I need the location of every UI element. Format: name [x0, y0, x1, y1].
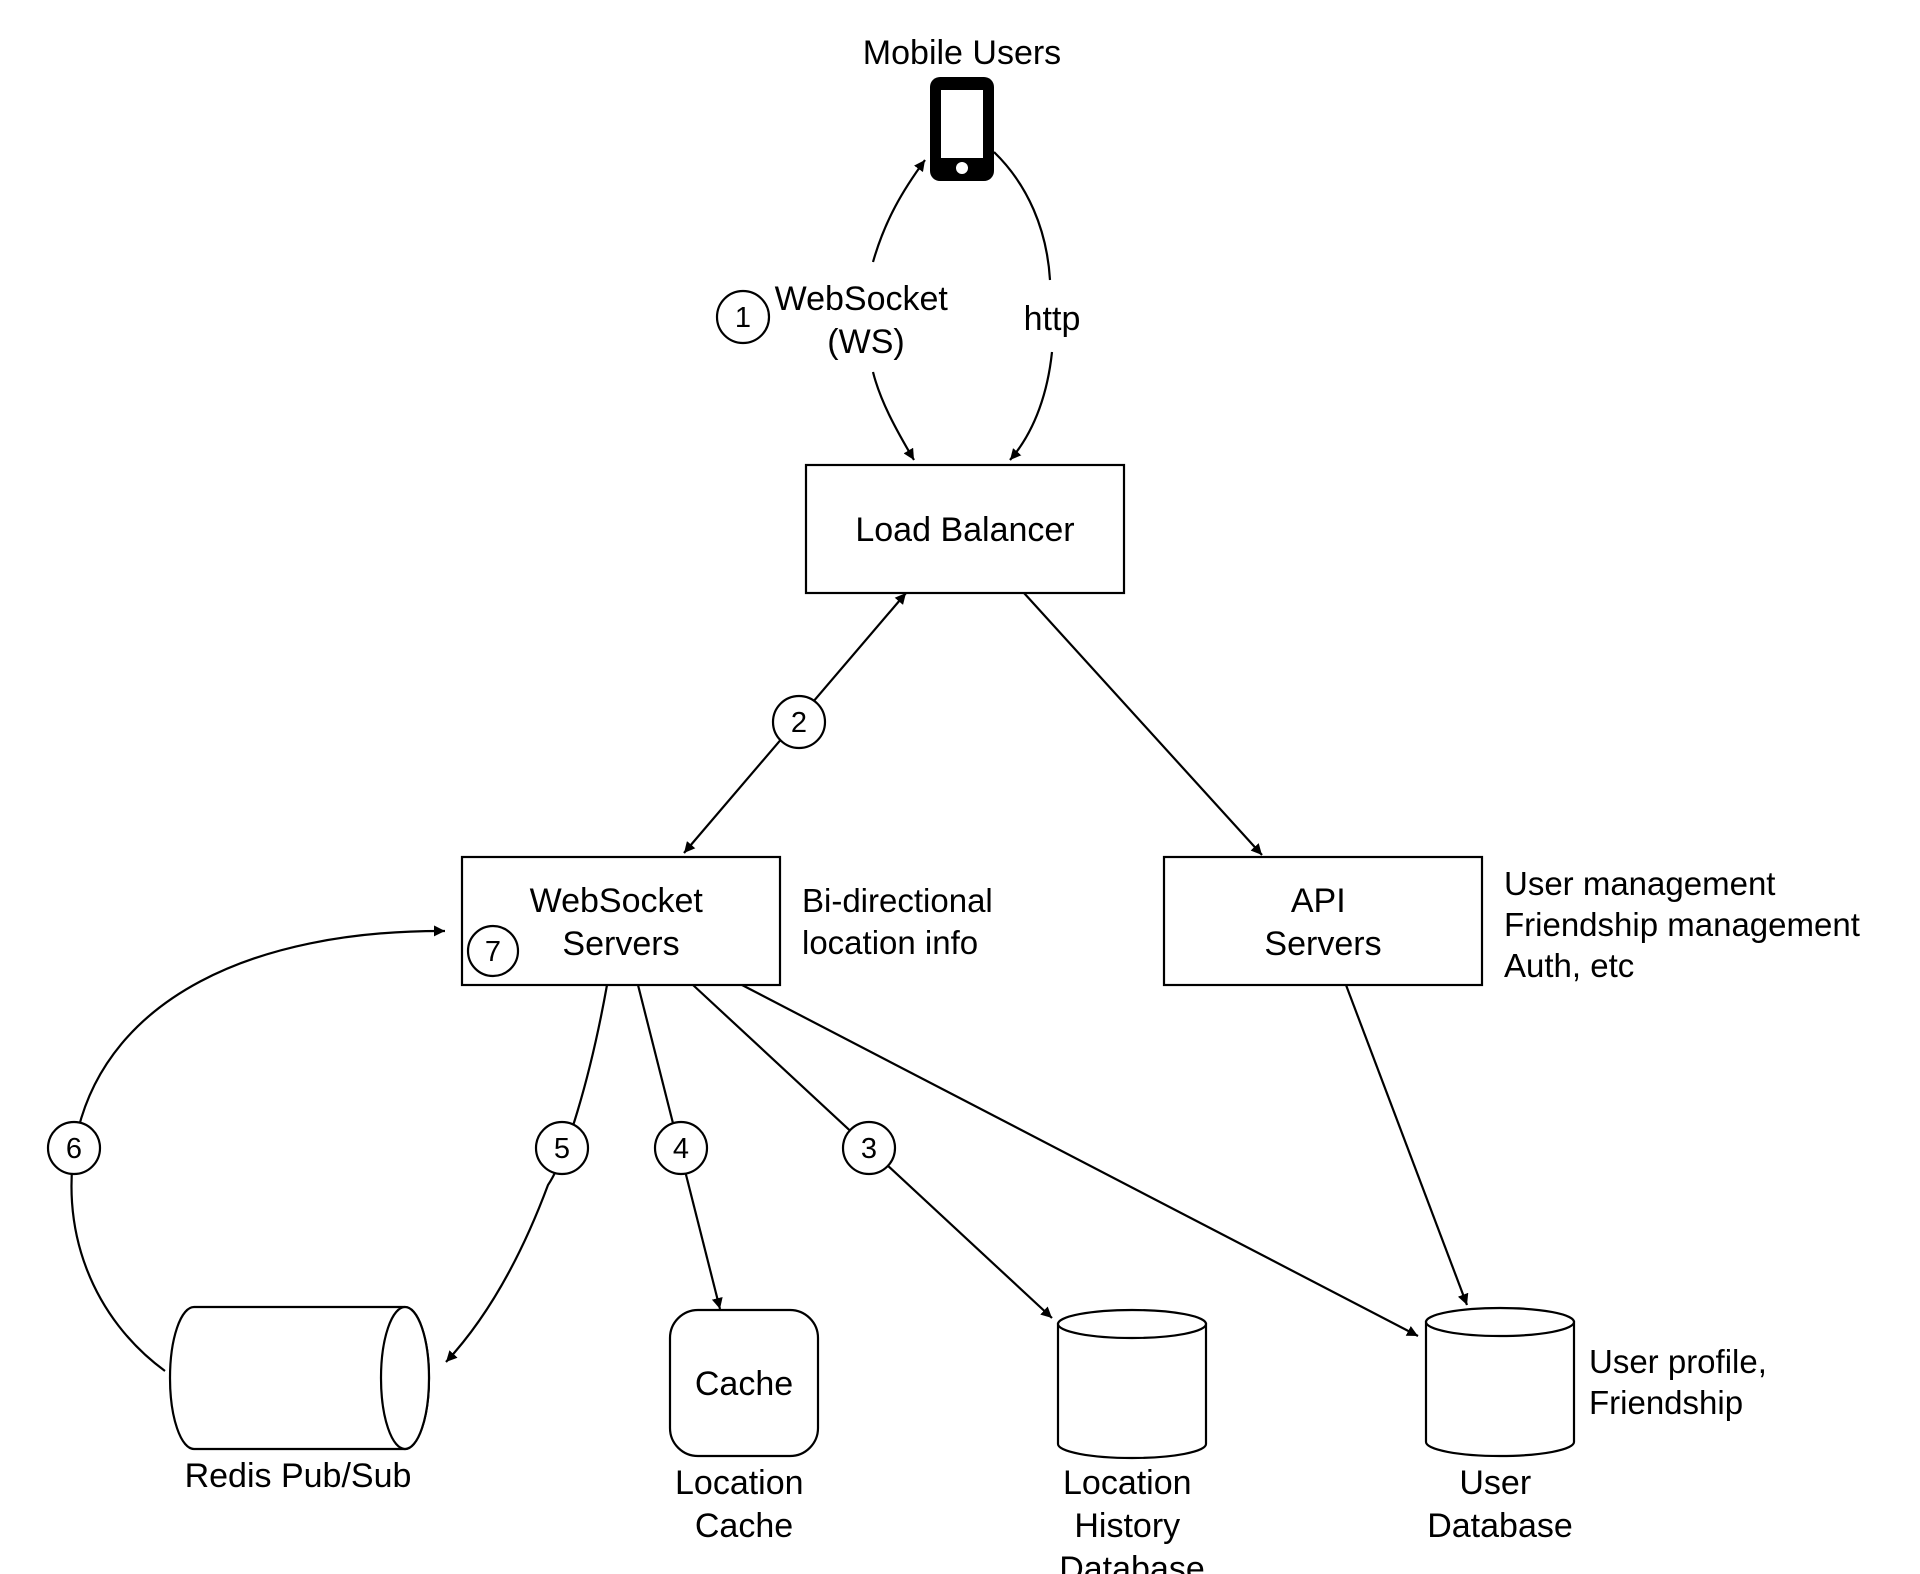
load-balancer-label: Load Balancer [855, 511, 1074, 549]
cache-box[interactable] [668, 1308, 820, 1458]
edge-ws-to-user-db [741, 984, 1419, 1337]
location-cache-label: Location Cache [675, 1464, 813, 1545]
user-db-label: User Database [1427, 1464, 1573, 1545]
step-marker-1: 1 [715, 289, 771, 345]
svg-text:5: 5 [554, 1133, 570, 1165]
step-marker-2: 2 [771, 694, 827, 750]
redis-pubsub-cylinder[interactable] [168, 1305, 431, 1451]
websocket-servers-label: WebSocket Servers [530, 882, 713, 963]
step-marker-3: 3 [841, 1120, 897, 1176]
cache-label: Cache [695, 1365, 793, 1403]
user-db-note: User profile, Friendship [1589, 1343, 1776, 1421]
ws-servers-note: Bi-directional location info [802, 882, 1002, 961]
svg-text:6: 6 [66, 1133, 82, 1165]
step-marker-7: 7 [466, 924, 520, 978]
edge-redis-to-ws-servers [70, 925, 446, 1372]
location-history-db-cylinder[interactable] [1056, 1308, 1208, 1460]
edge-ws-to-loadbalancer [871, 371, 915, 461]
load-balancer-box[interactable] [804, 463, 1126, 595]
step-marker-6: 6 [46, 1120, 102, 1176]
edge-ws-to-mobile [871, 159, 926, 263]
edge-http-to-loadbalancer [1009, 351, 1054, 461]
edge-lb-api-servers [1023, 592, 1263, 856]
mobile-phone-icon [930, 77, 994, 181]
location-history-db-label: Location History Database [1059, 1464, 1205, 1574]
user-db-cylinder[interactable] [1424, 1306, 1576, 1458]
svg-text:3: 3 [861, 1133, 877, 1165]
mobile-users-label: Mobile Users [863, 34, 1061, 72]
edge-api-to-user-db [1344, 984, 1469, 1306]
redis-pubsub-label: Redis Pub/Sub [185, 1457, 412, 1495]
api-servers-box[interactable] [1162, 855, 1484, 987]
edge-mobile-http [993, 151, 1052, 281]
edge-ws-to-redis [445, 984, 609, 1363]
svg-text:7: 7 [485, 936, 501, 968]
step-marker-5: 5 [534, 1120, 590, 1176]
svg-text:1: 1 [735, 302, 751, 334]
api-servers-note: User management Friendship management Au… [1504, 865, 1869, 984]
websocket-edge-label: WebSocket (WS) [775, 280, 958, 361]
svg-text:4: 4 [673, 1133, 689, 1165]
svg-text:2: 2 [791, 707, 807, 739]
http-edge-label: http [1024, 300, 1081, 338]
api-servers-label: API Servers [1264, 882, 1381, 963]
step-marker-4: 4 [653, 1120, 709, 1176]
